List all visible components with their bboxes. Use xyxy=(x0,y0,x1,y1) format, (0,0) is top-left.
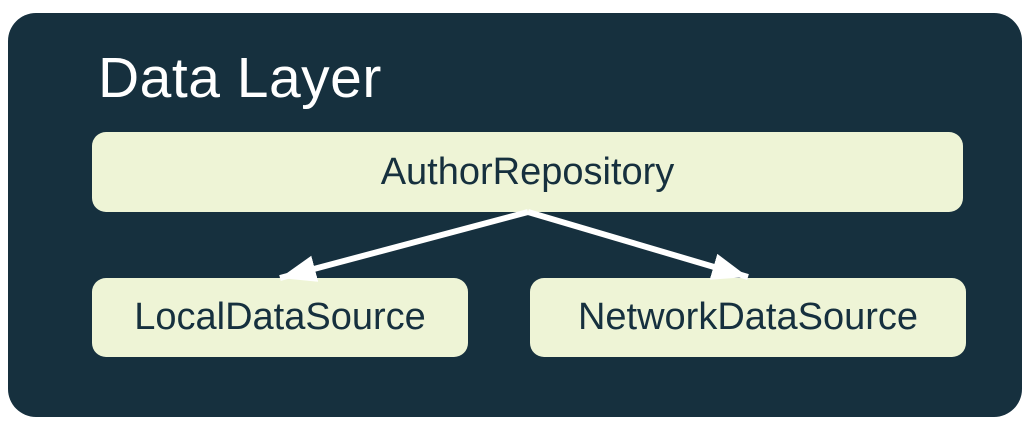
node-network-data-source: NetworkDataSource xyxy=(530,278,966,357)
node-local-data-source: LocalDataSource xyxy=(92,278,468,357)
panel-title: Data Layer xyxy=(98,46,382,110)
node-author-repository-label: AuthorRepository xyxy=(380,150,675,193)
node-author-repository: AuthorRepository xyxy=(92,132,963,212)
node-network-data-source-label: NetworkDataSource xyxy=(577,296,919,338)
node-local-data-source-label: LocalDataSource xyxy=(134,296,426,338)
